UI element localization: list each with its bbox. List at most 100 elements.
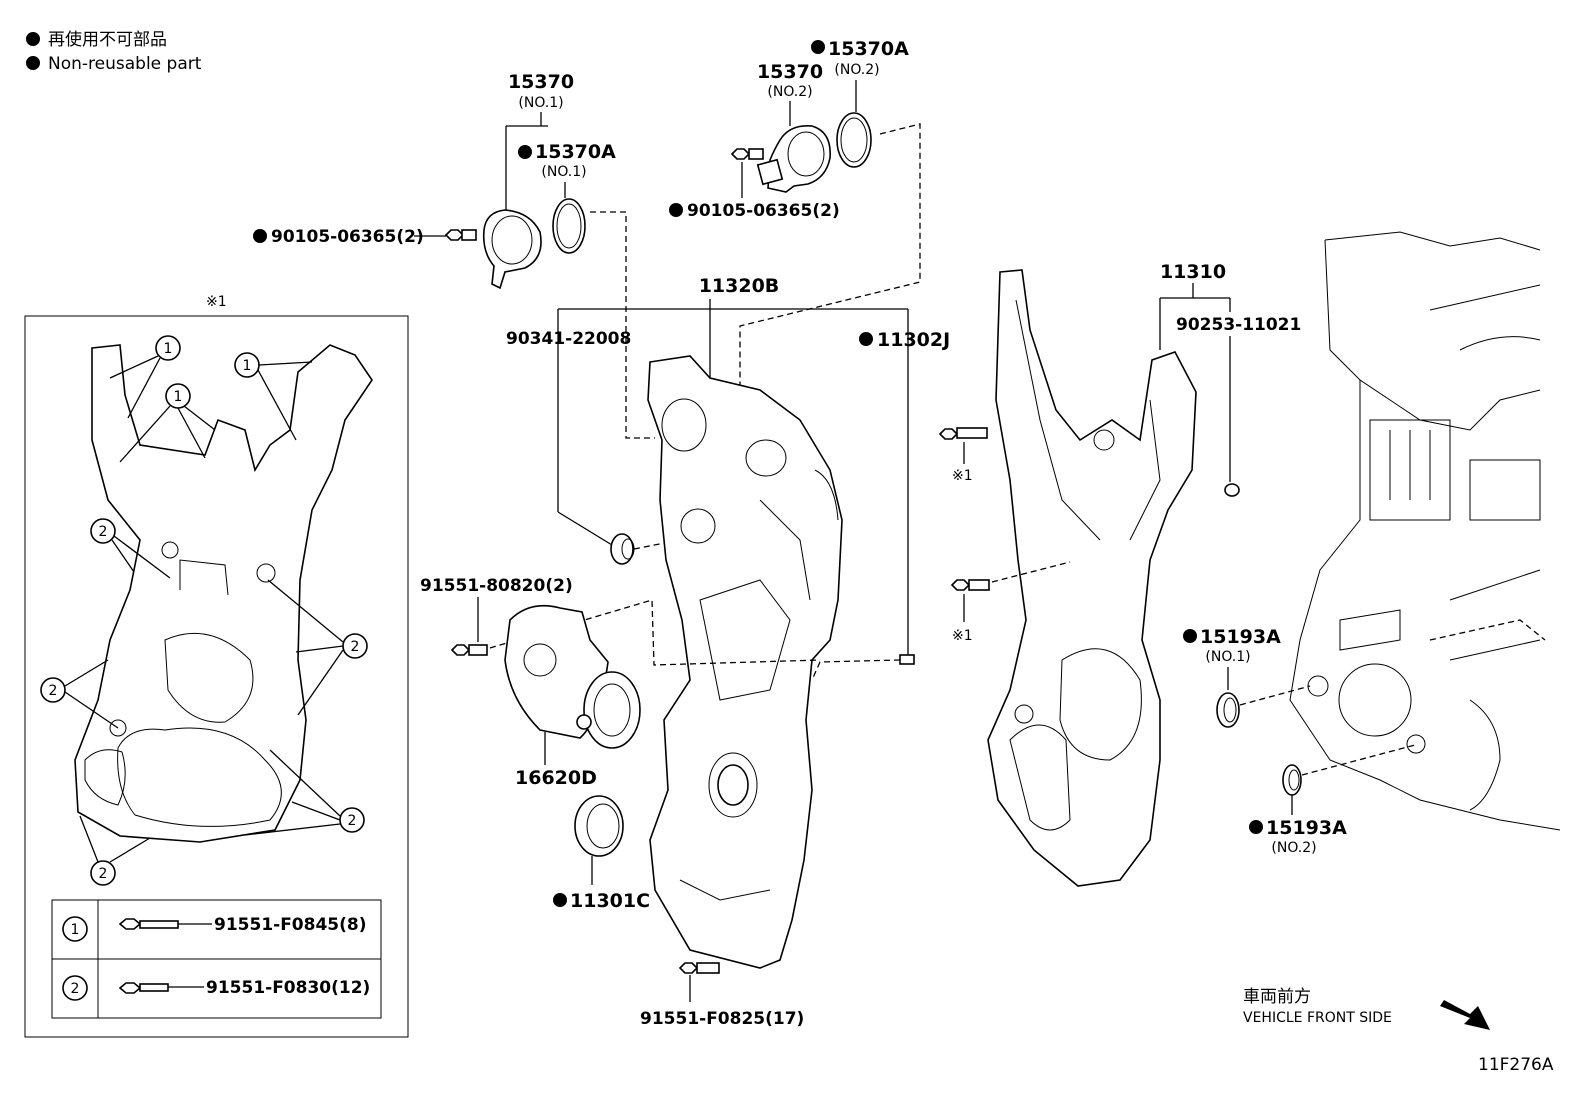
inset-marker-2c: 2 [40, 677, 66, 703]
callout-16620D: 16620D [515, 767, 597, 789]
svg-text:1: 1 [164, 341, 173, 357]
inset-marker-1c: 1 [234, 352, 260, 378]
non-reusable-dot-icon [518, 145, 532, 159]
callout-11310: 11310 [1159, 261, 1231, 350]
callout-90341: 90341-22008 [506, 329, 631, 349]
bolt-icon [678, 962, 699, 974]
legend-english: Non-reusable part [48, 54, 202, 74]
svg-text:2: 2 [99, 524, 108, 540]
svg-text:2: 2 [99, 866, 108, 882]
svg-text:15370A: 15370A [535, 141, 616, 163]
svg-text:15370A: 15370A [828, 38, 909, 60]
engine-block [1289, 231, 1561, 831]
legend-japanese: 再使用不可部品 [48, 29, 167, 50]
svg-text:(NO.2): (NO.2) [834, 62, 879, 78]
inset-bolt-table: 1 91551-F0845(8) 2 91551-F0830(12) [51, 899, 382, 1019]
svg-text:2: 2 [348, 813, 357, 829]
callout-15370A-no1: 15370A (NO.1) [518, 141, 616, 198]
bolt-shank [139, 983, 169, 992]
figure-code: 11F276A [1478, 1055, 1554, 1075]
svg-text:1: 1 [174, 389, 183, 405]
bolt-shank [956, 427, 988, 439]
inset-marker-2d: 2 [339, 807, 365, 833]
bolt-mark1-lower: ※1 [950, 579, 990, 644]
bolt-icon [938, 428, 959, 440]
vehicle-front-direction: 車両前方 VEHICLE FRONT SIDE [1243, 987, 1490, 1030]
o-ring-no1 [552, 198, 586, 254]
callout-15370-no2: 15370 (NO.2) [757, 61, 823, 126]
callout-15370-no1: 15370 (NO.1) [505, 71, 574, 212]
bolt-icon [450, 644, 471, 656]
plug-90253 [1224, 483, 1240, 497]
non-reusable-dot-icon [553, 893, 567, 907]
svg-text:1: 1 [243, 358, 252, 374]
bolt-shank [748, 148, 764, 160]
svg-text:90105-06365(2): 90105-06365(2) [687, 201, 840, 221]
table-row2-key: 2 [71, 981, 80, 997]
non-reusable-dot-icon [669, 203, 683, 217]
plug-90341 [610, 533, 635, 565]
svg-text:(NO.2): (NO.2) [1271, 840, 1316, 856]
inset-marker-1a: 1 [155, 335, 181, 361]
svg-text:2: 2 [49, 683, 58, 699]
inset-panel: ※1 1 1 1 2 [24, 294, 409, 1038]
non-reusable-dot-icon [811, 40, 825, 54]
svg-text:※1: ※1 [952, 628, 973, 644]
bolt-shank [468, 644, 488, 656]
arrow-down-right-icon [1440, 1000, 1490, 1030]
callout-90253: 90253-11021 [1176, 315, 1301, 335]
svg-text:91551-80820(2): 91551-80820(2) [420, 576, 573, 596]
svg-text:15370: 15370 [757, 61, 823, 83]
bolt-icon [950, 579, 971, 591]
inset-marker-1b: 1 [165, 383, 191, 409]
bolt-90105-left: 90105-06365(2) [253, 227, 477, 247]
bolt-icon [118, 918, 142, 930]
svg-text:2: 2 [351, 639, 360, 655]
table-row1-part: 91551-F0845(8) [214, 915, 367, 935]
non-reusable-dot-icon [1249, 820, 1263, 834]
callout-15370A-no2: 15370A (NO.2) [811, 38, 909, 112]
bolt-shank [968, 579, 990, 591]
bolt-mark1-upper: ※1 [938, 427, 988, 484]
inset-marker-2b: 2 [342, 633, 368, 659]
bolt-shank [461, 229, 477, 241]
o-ring-no2 [836, 112, 872, 168]
bolt-shank [696, 962, 720, 974]
svg-text:15370: 15370 [508, 71, 574, 93]
direction-english: VEHICLE FRONT SIDE [1243, 1010, 1392, 1026]
callout-15193A-no1: 15193A (NO.1) [1183, 626, 1281, 690]
bolt-icon [118, 982, 142, 994]
svg-text:15193A: 15193A [1200, 626, 1281, 648]
direction-japanese: 車両前方 [1243, 987, 1311, 1007]
callout-11301C: 11301C [553, 890, 650, 912]
svg-text:(NO.1): (NO.1) [518, 95, 563, 111]
bolt-90105-top: 90105-06365(2) [669, 148, 840, 221]
svg-text:(NO.1): (NO.1) [541, 164, 586, 180]
non-reusable-dot-icon [859, 332, 873, 346]
callout-15193A-no2: 15193A (NO.2) [1249, 817, 1347, 856]
callout-91551-80820: 91551-80820(2) [420, 576, 573, 656]
svg-text:11310: 11310 [1160, 261, 1226, 283]
oil-seal-no2 [1282, 764, 1302, 796]
inner-timing-cover [987, 269, 1197, 887]
chain-tensioner [504, 604, 641, 749]
bolt-shank [139, 920, 179, 929]
svg-text:※1: ※1 [952, 468, 973, 484]
callout-11302J: 11302J [859, 329, 950, 351]
crankshaft-oil-seal [574, 795, 624, 857]
oil-seal-no1 [1216, 692, 1240, 728]
table-row1-key: 1 [71, 922, 80, 938]
non-reusable-dot-icon [26, 56, 40, 70]
inset-marker-2a: 2 [90, 518, 116, 544]
gasket-outline [74, 344, 373, 843]
svg-text:(NO.2): (NO.2) [767, 84, 812, 100]
svg-text:11301C: 11301C [570, 890, 650, 912]
legend: 再使用不可部品 Non-reusable part [26, 29, 202, 74]
non-reusable-dot-icon [1183, 629, 1197, 643]
svg-text:11302J: 11302J [877, 329, 950, 351]
dowel-pin [899, 654, 915, 665]
vvt-cover-no1 [482, 198, 586, 290]
non-reusable-dot-icon [253, 229, 267, 243]
bolt-icon [730, 148, 751, 160]
